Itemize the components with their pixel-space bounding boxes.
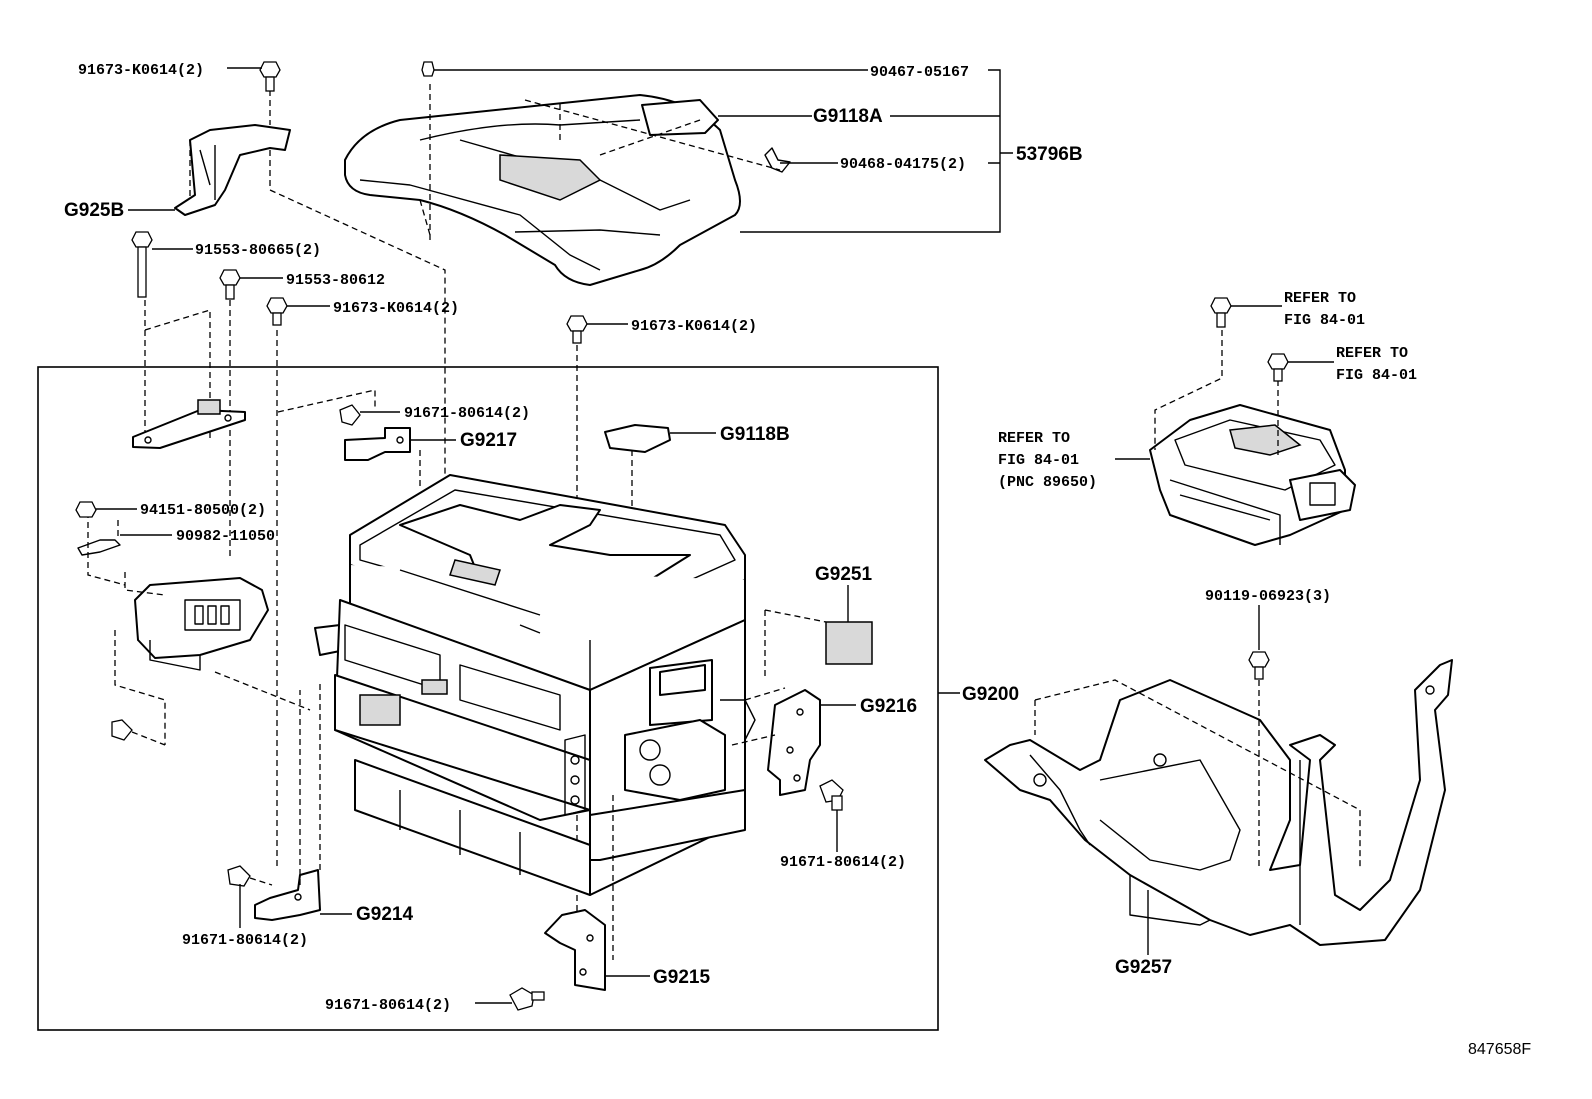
part-label-91671-80614-bottom: 91671-80614(2): [325, 997, 451, 1014]
bolt-icon: [219, 269, 241, 300]
bolt-icon: [266, 297, 288, 326]
assembly-frame: [37, 366, 939, 1031]
connector-block[interactable]: [114, 572, 311, 745]
refer-label-3-line3: (PNC 89650): [998, 474, 1097, 491]
g9257-tray[interactable]: [984, 659, 1453, 946]
g9214-bracket[interactable]: [254, 680, 321, 921]
part-label-91553-80612: 91553-80612: [286, 272, 385, 289]
inverter-assembly[interactable]: [314, 474, 756, 896]
part-label-g9200: G9200: [962, 684, 1019, 705]
g9216-bracket[interactable]: [731, 687, 821, 796]
screw-icon: [111, 719, 166, 746]
part-label-91553-80665: 91553-80665(2): [195, 242, 321, 259]
part-label-53796b: 53796B: [1016, 144, 1083, 165]
part-label-90467-05167: 90467-05167: [870, 64, 969, 81]
part-label-g9118a: G9118A: [813, 106, 883, 127]
part-label-g925b: G925B: [64, 200, 124, 221]
g9251-label: [764, 609, 873, 680]
bolt-icon: [509, 987, 545, 1011]
small-bracket: [77, 512, 126, 586]
part-label-g9216: G9216: [860, 696, 917, 717]
refer-label-2-line2: FIG 84-01: [1336, 367, 1417, 384]
part-label-90982-11050: 90982-11050: [176, 528, 275, 545]
part-label-94151-80500: 94151-80500(2): [140, 502, 266, 519]
refer-label-3-line2: FIG 84-01: [998, 452, 1079, 469]
diagram-id: 847658F: [1468, 1041, 1531, 1058]
ecu-module: [1149, 330, 1356, 546]
screw-icon: [227, 865, 273, 887]
screw-icon: [421, 61, 435, 77]
g925b-bracket[interactable]: [174, 124, 291, 216]
g9118a-label-sticker: [641, 99, 719, 136]
part-label-g9215: G9215: [653, 967, 710, 988]
screw-icon: [339, 404, 361, 426]
g9215-bracket[interactable]: [544, 795, 614, 991]
part-label-91673-k0614-mid-left: 91673-K0614(2): [333, 300, 459, 317]
g9217-bracket[interactable]: [344, 427, 411, 461]
part-label-g9251: G9251: [815, 564, 872, 585]
part-label-90119-06923: 90119-06923(3): [1205, 588, 1331, 605]
long-bolt-icon: [131, 231, 153, 298]
bolt-icon: [259, 61, 281, 92]
bolt-icon: [75, 501, 97, 518]
part-label-g9257: G9257: [1115, 957, 1172, 978]
part-label-90468-04175: 90468-04175(2): [840, 156, 966, 173]
refer-label-1-line1: REFER TO: [1284, 290, 1356, 307]
part-label-91673-k0614-mid: 91673-K0614(2): [631, 318, 757, 335]
part-label-g9118b: G9118B: [720, 424, 790, 445]
bolt-icon: [1267, 353, 1289, 382]
bolt-icon: [566, 315, 588, 344]
refer-label-2-line1: REFER TO: [1336, 345, 1408, 362]
part-label-91671-80614-bottom-left: 91671-80614(2): [182, 932, 308, 949]
part-label-91671-80614-top: 91671-80614(2): [404, 405, 530, 422]
bolt-icon: [819, 779, 844, 811]
clip-icon: [764, 147, 791, 173]
part-label-g9217: G9217: [460, 430, 517, 451]
refer-label-3-line1: REFER TO: [998, 430, 1070, 447]
bolt-icon: [1210, 297, 1232, 328]
part-label-91673-k0614: 91673-K0614(2): [78, 62, 204, 79]
g9118b-label-sticker: [604, 424, 671, 453]
part-label-g9214: G9214: [356, 904, 413, 925]
refer-label-1-line2: FIG 84-01: [1284, 312, 1365, 329]
cover-plate[interactable]: [132, 399, 246, 449]
bolt-icon: [1248, 651, 1270, 870]
part-label-91671-80614-right: 91671-80614(2): [780, 854, 906, 871]
inverter-cover[interactable]: [344, 94, 741, 286]
